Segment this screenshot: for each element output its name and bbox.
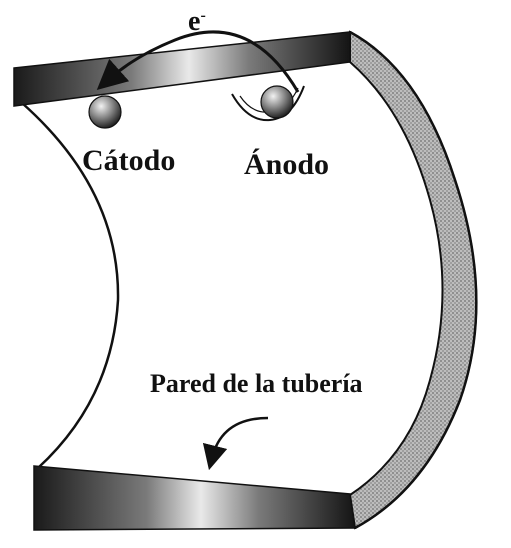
cathode-label: Cátodo bbox=[82, 144, 175, 177]
cathode-sphere bbox=[89, 96, 121, 128]
pipe-wall-cross-section bbox=[350, 32, 476, 528]
electron-charge-label: - bbox=[200, 7, 205, 24]
anode-label: Ánodo bbox=[244, 148, 329, 181]
pipe-wall-pointer-arrow bbox=[212, 418, 268, 458]
pipe-wall-label: Pared de la tubería bbox=[150, 369, 363, 398]
anode-sphere bbox=[261, 86, 293, 118]
bottom-pipe-surface bbox=[34, 466, 355, 530]
